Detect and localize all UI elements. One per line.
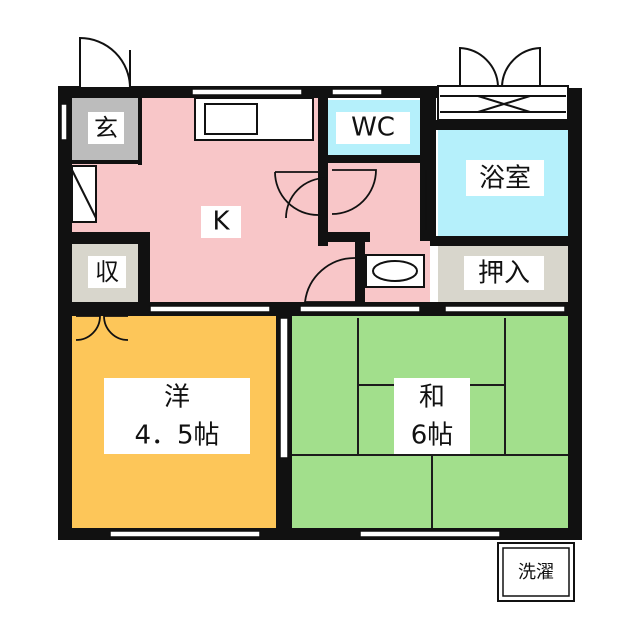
hall-door[interactable]	[331, 169, 377, 215]
storage-door[interactable]	[75, 315, 129, 341]
kitchen-label: K	[212, 207, 230, 237]
western-room-size: 4．5帖	[134, 421, 219, 451]
closet-label: 押入	[478, 259, 530, 289]
windows	[60, 88, 566, 538]
shoe-cabinet	[71, 165, 97, 223]
kitchen-counter	[194, 97, 314, 141]
washbasin	[365, 254, 425, 288]
western-room-door[interactable]	[303, 257, 356, 303]
bath-window-frame	[437, 85, 569, 121]
storage-label: 収	[95, 258, 119, 286]
japanese-room-label-box	[394, 378, 470, 454]
western-room-label: 洋	[164, 383, 190, 413]
toilet-door[interactable]	[285, 177, 327, 219]
bath-label: 浴室	[479, 164, 531, 194]
entrance-label: 玄	[94, 114, 118, 142]
laundry-space	[497, 542, 575, 602]
laundry-label: 洗濯	[518, 562, 554, 583]
bath-label-box	[466, 160, 544, 196]
balcony-door[interactable]	[459, 46, 541, 88]
bath-door[interactable]	[425, 170, 435, 230]
japanese-room-size: 6帖	[411, 421, 454, 451]
western-room-label-box	[104, 378, 250, 454]
kitchen-label-box	[201, 206, 241, 238]
storage-label-box	[88, 256, 126, 288]
toilet-label: WC	[351, 113, 395, 143]
entrance-door[interactable]	[79, 36, 132, 89]
kitchen-door[interactable]	[274, 171, 319, 216]
toilet-label-box	[336, 112, 410, 144]
japanese-room-label: 和	[419, 383, 445, 413]
entrance-label-box	[88, 112, 124, 144]
closet-label-box	[464, 256, 544, 290]
